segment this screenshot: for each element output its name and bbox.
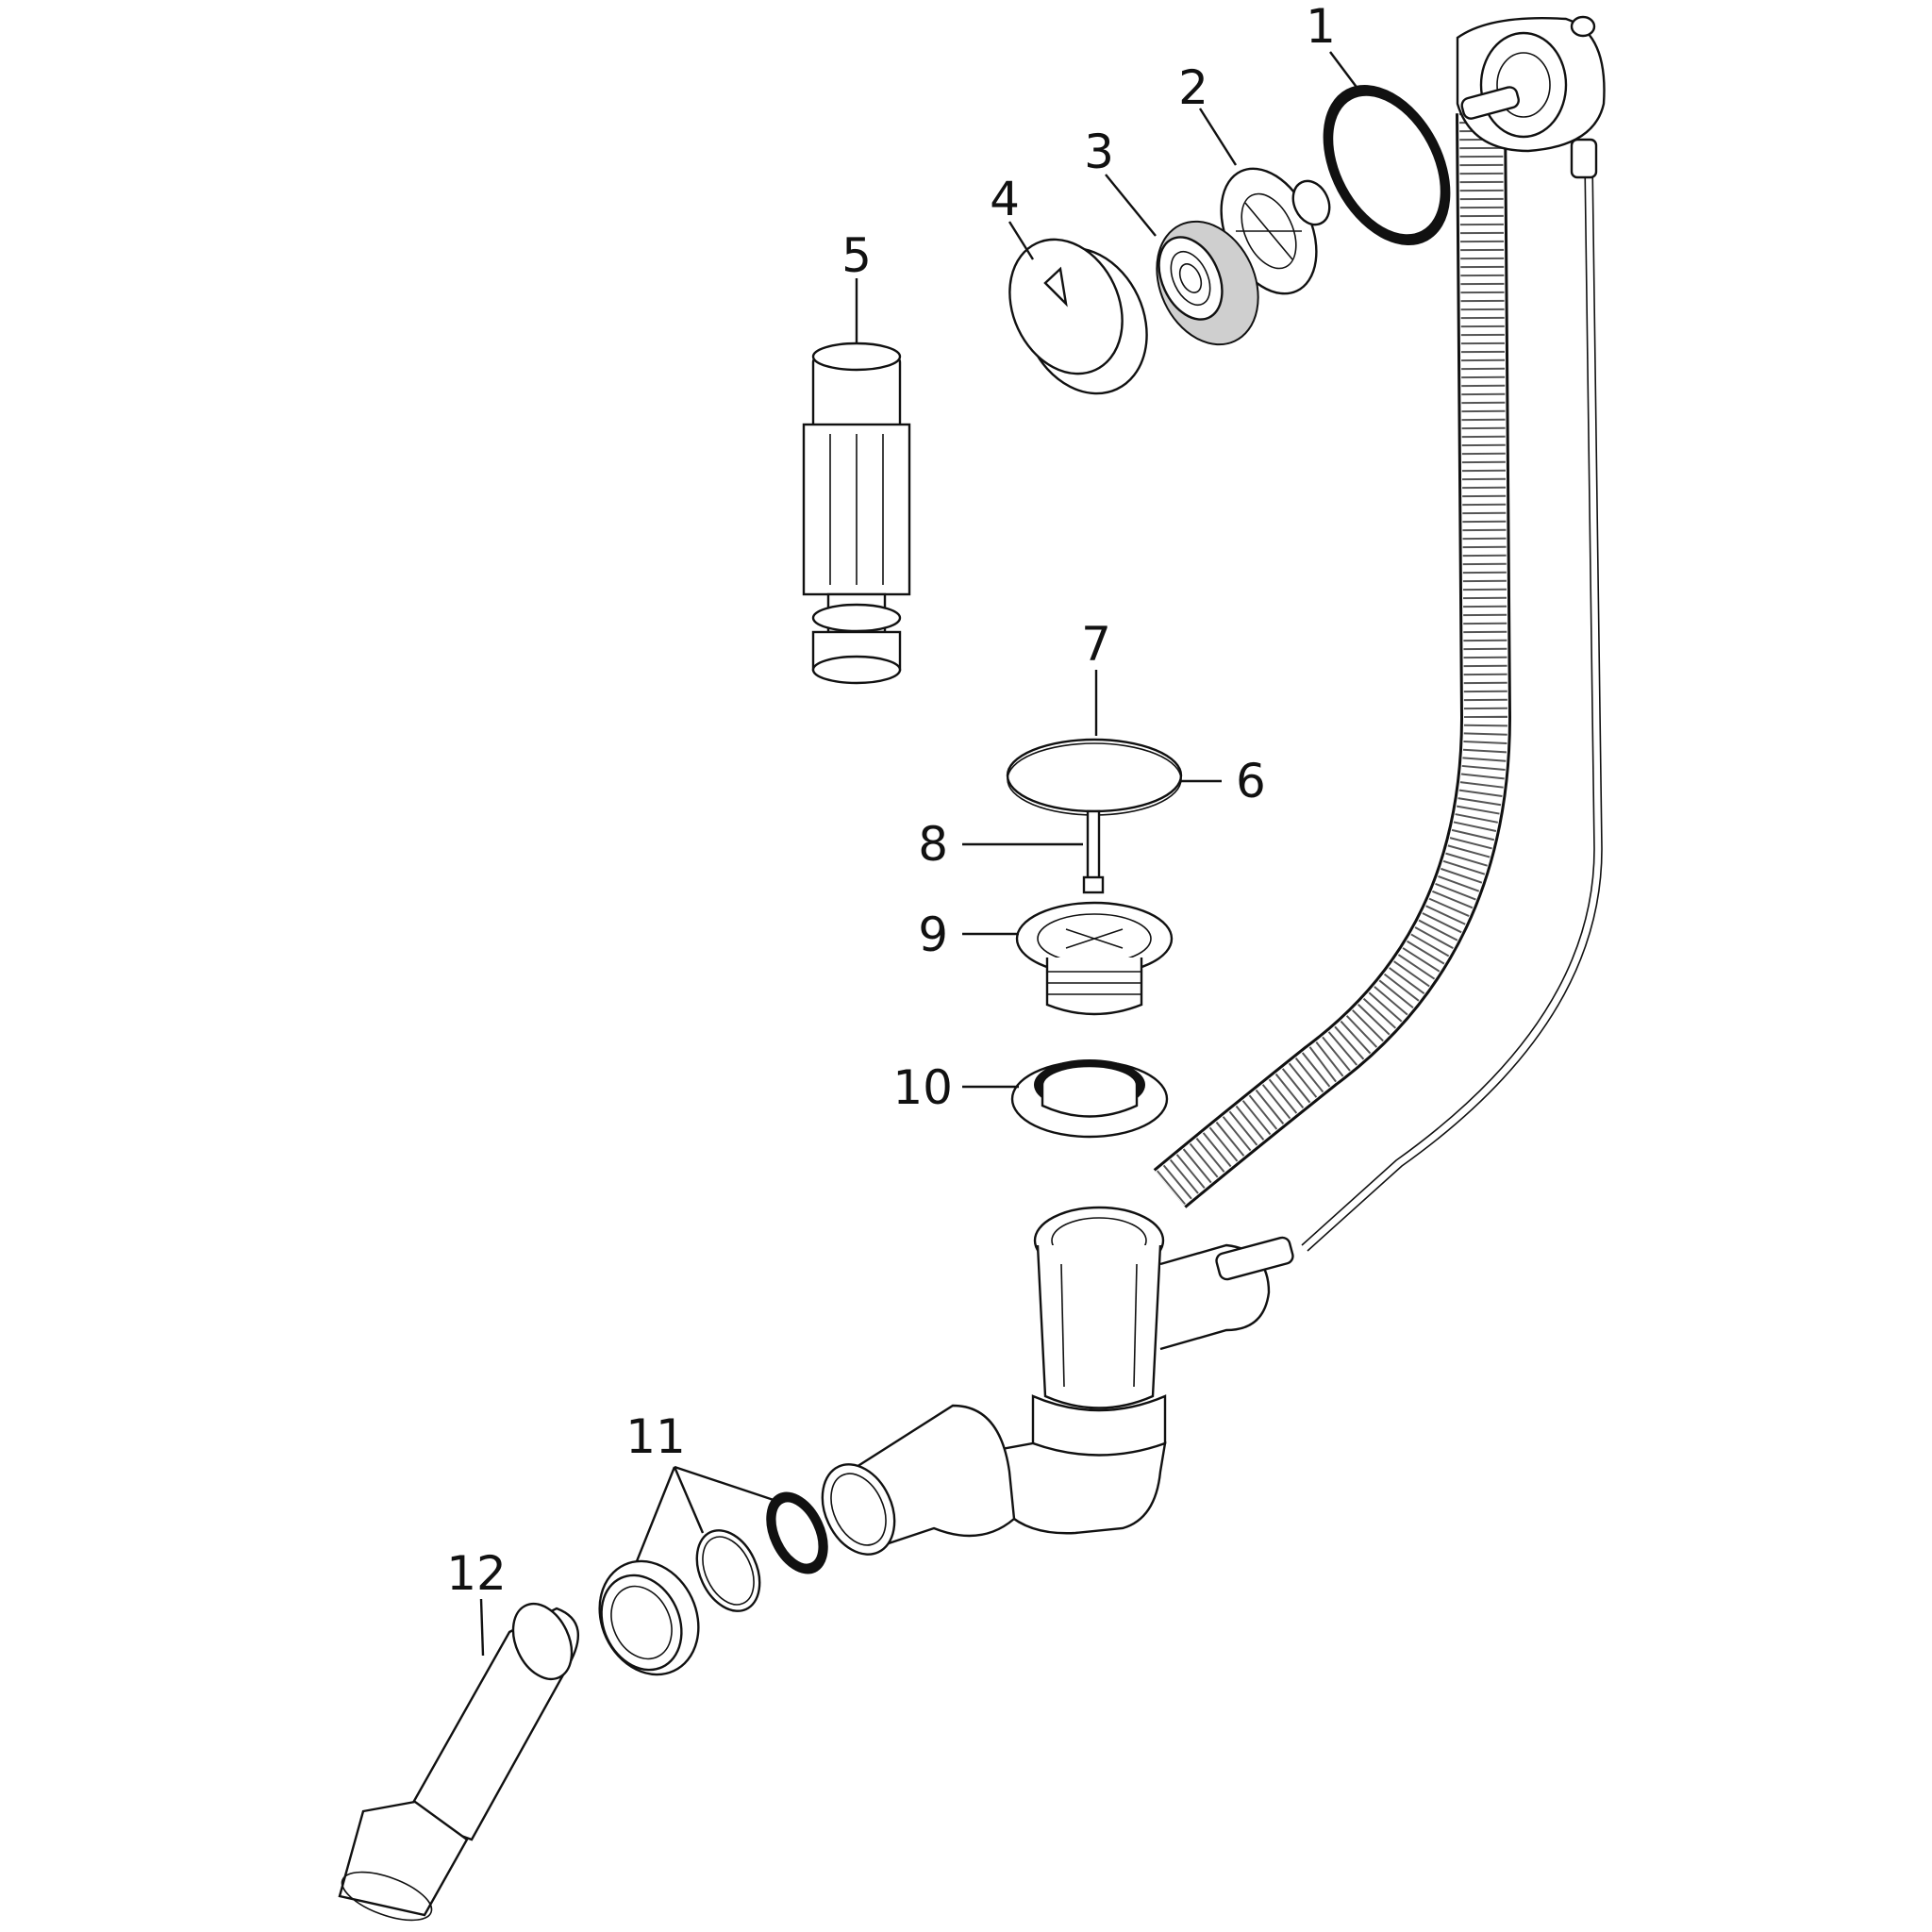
part-11-seals-and-nut bbox=[598, 1491, 828, 1676]
callout-8: 8 bbox=[918, 817, 948, 872]
callout-3: 3 bbox=[1084, 125, 1114, 179]
trap-outlet-elbow bbox=[821, 1404, 1016, 1556]
waste-trap bbox=[979, 1206, 1294, 1535]
part-5-extension-cartridge bbox=[802, 341, 911, 685]
part-9-drain-body bbox=[1015, 901, 1174, 1016]
callout-numbers: 1 2 3 4 5 6 7 8 9 10 11 12 bbox=[446, 0, 1336, 1601]
callout-12: 12 bbox=[446, 1546, 507, 1601]
callout-7: 7 bbox=[1081, 617, 1111, 672]
overflow-housing bbox=[1456, 15, 1606, 179]
part-4-handle-cap bbox=[1008, 238, 1148, 395]
part-8-plug-rod bbox=[1082, 809, 1105, 894]
callout-2: 2 bbox=[1178, 60, 1208, 115]
part-6-7-plug-cap bbox=[1006, 738, 1183, 816]
callout-10: 10 bbox=[892, 1060, 953, 1115]
leader-lines bbox=[479, 51, 1359, 1657]
callout-6: 6 bbox=[1236, 754, 1266, 808]
bowden-cable bbox=[1301, 159, 1603, 1252]
callout-1: 1 bbox=[1306, 0, 1336, 54]
callout-5: 5 bbox=[841, 228, 872, 283]
callout-9: 9 bbox=[918, 908, 948, 962]
part-1-gasket-ring bbox=[1323, 84, 1451, 246]
callout-11: 11 bbox=[625, 1409, 686, 1464]
part-10-drain-seal bbox=[1010, 1059, 1169, 1139]
part-12-outlet-bend bbox=[338, 1602, 579, 1922]
corrugated-hose bbox=[1153, 112, 1512, 1208]
callout-4: 4 bbox=[990, 172, 1020, 226]
part-3-strainer-insert bbox=[1156, 220, 1259, 346]
